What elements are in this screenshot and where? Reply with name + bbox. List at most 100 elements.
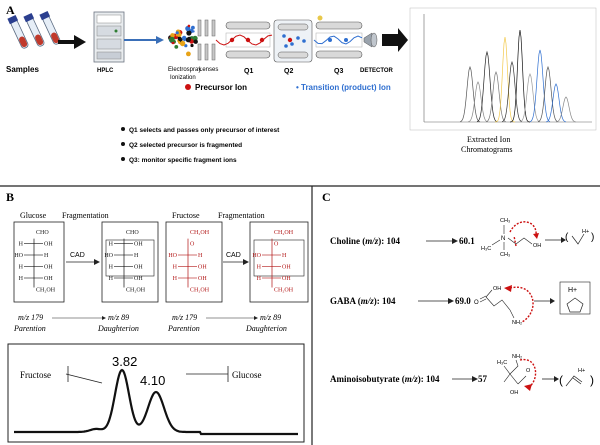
svg-text:): ) <box>591 232 594 243</box>
fischer-left-group: H <box>173 276 178 282</box>
product-ion-marker <box>296 36 300 40</box>
fischer-left-group: H <box>19 265 24 271</box>
fischer-left-group: H <box>19 242 24 248</box>
fischer-right-group: H <box>282 253 287 259</box>
fischer-right-group: CHO <box>126 230 139 236</box>
chromatogram-peak <box>555 96 577 123</box>
svg-text:H+: H+ <box>578 368 585 374</box>
spray-ion <box>184 44 188 48</box>
svg-text:H+: H+ <box>568 287 577 294</box>
fischer-right-group: O <box>274 242 279 248</box>
fragmentation-title-1: Fragmentation <box>62 211 109 220</box>
fructose-title: Fructose <box>172 211 200 220</box>
sugar-chromatogram-trace <box>14 368 298 436</box>
panel-b-letter: B <box>6 190 14 204</box>
spray-ion <box>179 40 186 47</box>
capillary-needle <box>156 36 164 44</box>
cad-label-1: CAD <box>70 252 85 259</box>
transition-legend-dot: • <box>296 83 299 92</box>
fischer-right-group: OH <box>134 265 143 271</box>
svg-text:O: O <box>474 300 479 306</box>
fischer-left-group: HO <box>14 253 23 259</box>
mz-arrow-head-2 <box>254 316 258 320</box>
spray-ion <box>181 35 187 41</box>
chromatogram-peak <box>545 83 567 123</box>
legend-transition: Transition (product) Ion <box>301 83 391 92</box>
fischer-left-group: H <box>173 265 178 271</box>
fischer-right-group: H <box>44 253 49 259</box>
chromatogram-peak <box>501 60 523 123</box>
svg-text:CH₃: CH₃ <box>500 218 510 224</box>
spray-ion <box>191 25 195 30</box>
chromatogram-caption-line2: Chromatograms <box>461 145 513 154</box>
fischer-right-group: CH₂OH <box>126 288 146 294</box>
product-arrow-head <box>472 376 478 382</box>
label-esi-line2: Ionization <box>170 75 196 81</box>
fischer-left-group: HO <box>168 253 177 259</box>
svg-text:OH: OH <box>533 243 541 249</box>
glucose-structure-box <box>13 221 65 303</box>
fischer-right-group: CH₂OH <box>190 230 210 236</box>
legend-precursor: Precursor Ion <box>195 83 247 92</box>
spray-ion <box>175 34 179 37</box>
svg-text:CH₃: CH₃ <box>500 252 510 258</box>
label-detector: DETECTOR <box>360 68 394 74</box>
precursor-ion-marker <box>229 37 235 43</box>
panel-c: C Choline (m/z): 104 60.1 CH₃ H₃C CH₃ N … <box>322 190 594 396</box>
fragmentation-title-2: Fragmentation <box>218 211 265 220</box>
ion-path <box>215 34 363 48</box>
svg-text:): ) <box>590 373 594 387</box>
ion-chromatogram <box>409 7 597 131</box>
fructose-fragment-box <box>249 221 309 303</box>
mz-parent-1: m/z 179 <box>18 313 43 322</box>
fischer-right-group: OH <box>282 276 291 282</box>
fischer-right-group: H <box>134 253 139 259</box>
product-mz: 57 <box>478 374 488 384</box>
fischer-right-group: OH <box>198 265 207 271</box>
hplc-instrument-icon <box>93 11 125 63</box>
quadrupole-q3 <box>315 21 363 59</box>
compound-name: Choline (m/z): 104 <box>330 236 401 246</box>
arrow-head-samples-hplc <box>74 35 86 49</box>
peak-label-fructose: Fructose <box>20 370 51 380</box>
daughterion-2: Daughterion <box>245 324 287 333</box>
chromatogram-peak <box>537 65 559 123</box>
panel-a: A Samples <box>6 3 597 164</box>
spray-ion <box>193 39 198 44</box>
cad-label-2: CAD <box>226 252 241 259</box>
daughterion-1: Daughterion <box>97 324 139 333</box>
svg-text:H₃C: H₃C <box>497 360 507 366</box>
label-q3: Q3 <box>334 68 343 75</box>
fischer-left-group: H <box>109 276 114 282</box>
chromatogram-peak <box>519 73 541 123</box>
fischer-right-group: OH <box>134 242 143 248</box>
compound-name: Aminoisobutyrate (m/z): 104 <box>330 374 440 384</box>
sugar-chromatogram-box <box>7 343 305 443</box>
glucose-title: Glucose <box>20 211 47 220</box>
chromatogram-peak <box>529 49 551 123</box>
panel-a-letter: A <box>6 3 15 17</box>
chromatogram-peak <box>467 81 489 123</box>
parention-2: Parention <box>167 324 200 333</box>
aminoisobutyrate-row: Aminoisobutyrate (m/z): 104 57 H₃C NH₂ O… <box>330 354 594 396</box>
chromatogram-peak <box>459 65 481 123</box>
product-mz: 60.1 <box>459 236 475 246</box>
cad-arrow-head-1 <box>94 259 100 265</box>
svg-text:OH: OH <box>510 390 518 396</box>
fischer-right-group: H <box>198 253 203 259</box>
fischer-left-group: H <box>257 276 262 282</box>
spray-ion <box>185 25 191 32</box>
mz-daughter-1: m/z 89 <box>108 313 129 322</box>
sample-tubes-icon <box>7 10 61 49</box>
label-esi-line1: Electrospray <box>168 67 201 73</box>
svg-text:H+: H+ <box>582 229 589 235</box>
spray-ion <box>190 43 194 48</box>
label-samples: Samples <box>6 65 39 74</box>
label-hplc: HPLC <box>97 68 114 74</box>
svg-text:(: ( <box>559 373 563 387</box>
bullet-3: Q3: monitor specific fragment ions <box>129 157 237 164</box>
fischer-right-group: OH <box>44 265 53 271</box>
glucose-fragment-box <box>101 221 159 303</box>
peak-label-glucose: Glucose <box>232 370 262 380</box>
